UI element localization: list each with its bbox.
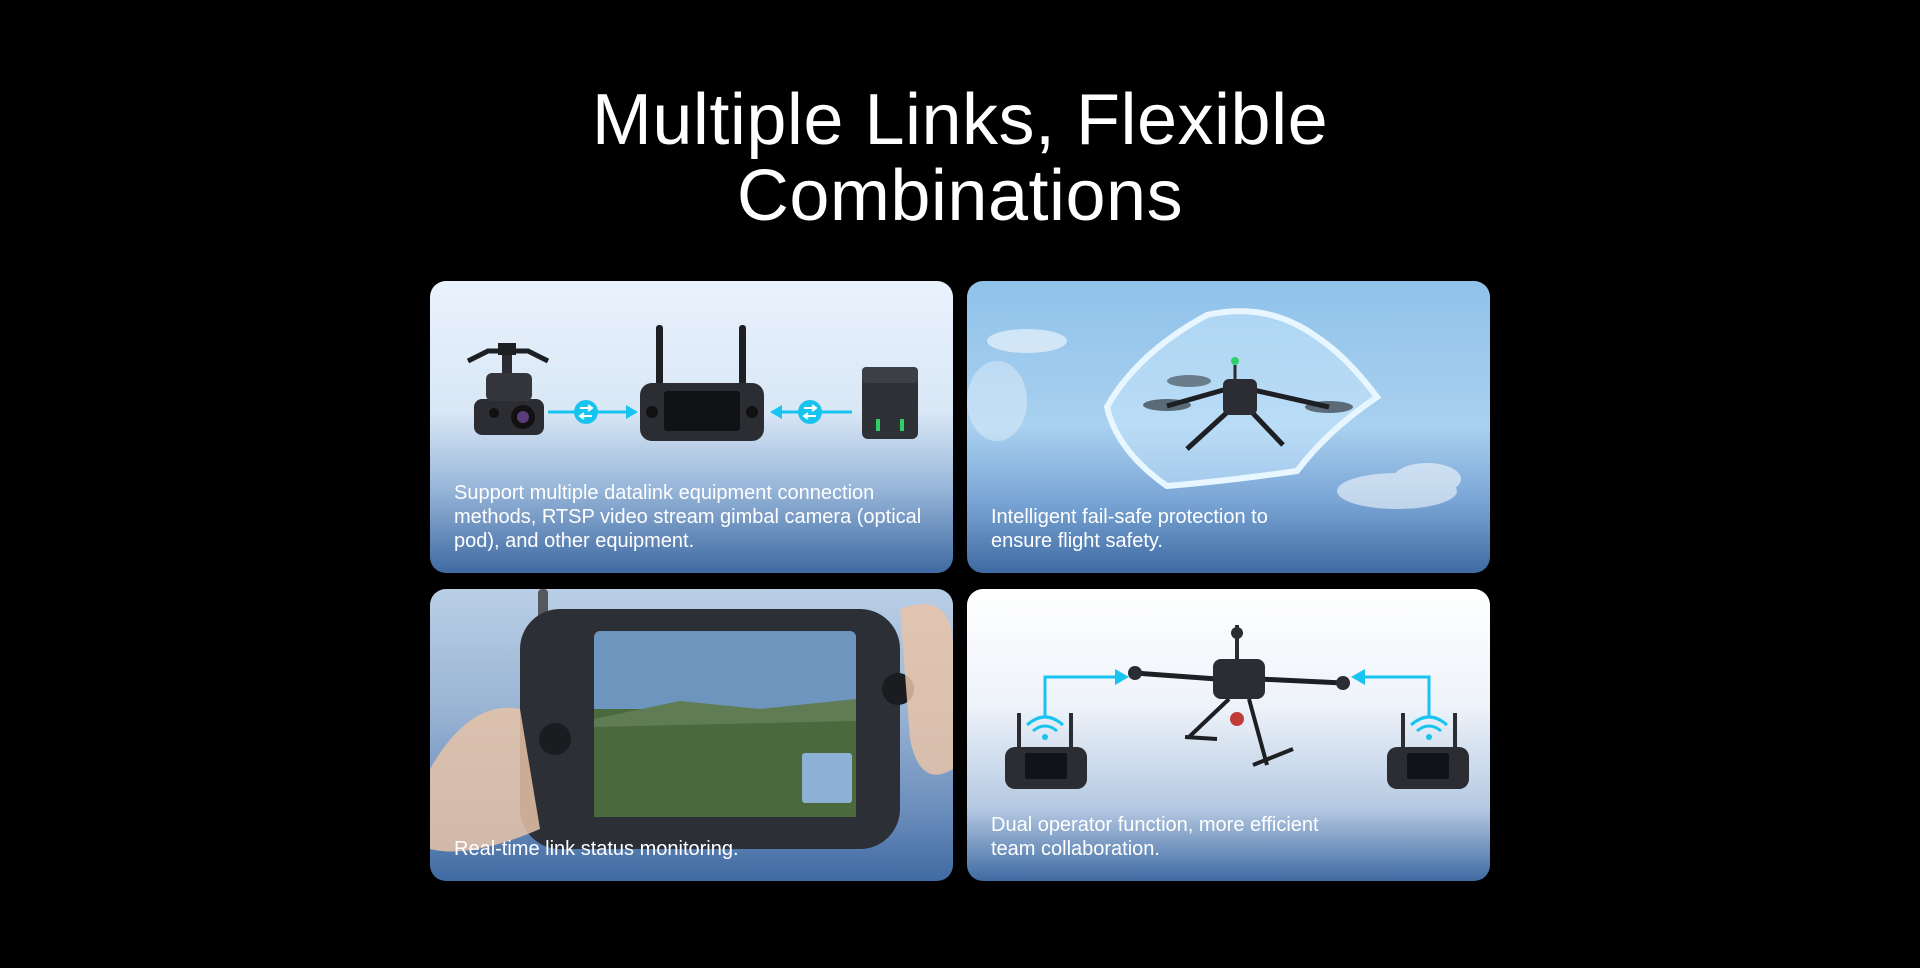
link-line-right (1363, 675, 1431, 717)
flight-controller-icon (862, 367, 918, 439)
dual-operator-illustration (1005, 625, 1469, 789)
feature-card-dual-operator: Dual operator function, more efficient t… (967, 589, 1490, 881)
remote-controller-icon (1005, 713, 1087, 789)
title-line-1: Multiple Links, Flexible (591, 80, 1329, 160)
remote-controller-icon (1387, 713, 1469, 789)
card-caption: Dual operator function, more efficient t… (991, 814, 1319, 860)
hand-right (900, 604, 953, 775)
title-line-2: Combinations (736, 156, 1184, 236)
wifi-icon (1026, 715, 1064, 740)
datalink-illustration (466, 325, 918, 441)
arrow-head-right (770, 405, 782, 419)
ground-station-icon (640, 325, 764, 441)
cloud-icon (967, 329, 1461, 509)
exchange-icon (798, 400, 822, 424)
card-caption: Intelligent fail-safe protection to ensu… (991, 506, 1268, 552)
hand-left (430, 707, 540, 852)
page-title: Multiple Links, Flexible Combinations (0, 82, 1920, 234)
feature-card-failsafe: Intelligent fail-safe protection to ensu… (967, 281, 1490, 573)
card-caption: Real-time link status monitoring. (454, 838, 739, 860)
card-caption: Support multiple datalink equipment conn… (454, 482, 922, 552)
drone-icon (1128, 625, 1350, 767)
feature-grid: Support multiple datalink equipment conn… (430, 281, 1490, 881)
exchange-icon (574, 400, 598, 424)
failsafe-illustration (967, 308, 1461, 509)
gimbal-camera-icon (466, 343, 550, 435)
link-line-left (1043, 675, 1117, 717)
drone-icon (1143, 357, 1353, 451)
arrow-head-left (1115, 669, 1129, 685)
feature-card-monitoring: Real-time link status monitoring. (430, 589, 953, 881)
wifi-icon (1410, 715, 1448, 740)
video-feed-icon (594, 631, 856, 817)
arrow-head-right (1351, 669, 1365, 685)
monitoring-illustration (430, 589, 953, 852)
feature-card-datalink: Support multiple datalink equipment conn… (430, 281, 953, 573)
arrow-head-left (626, 405, 638, 419)
